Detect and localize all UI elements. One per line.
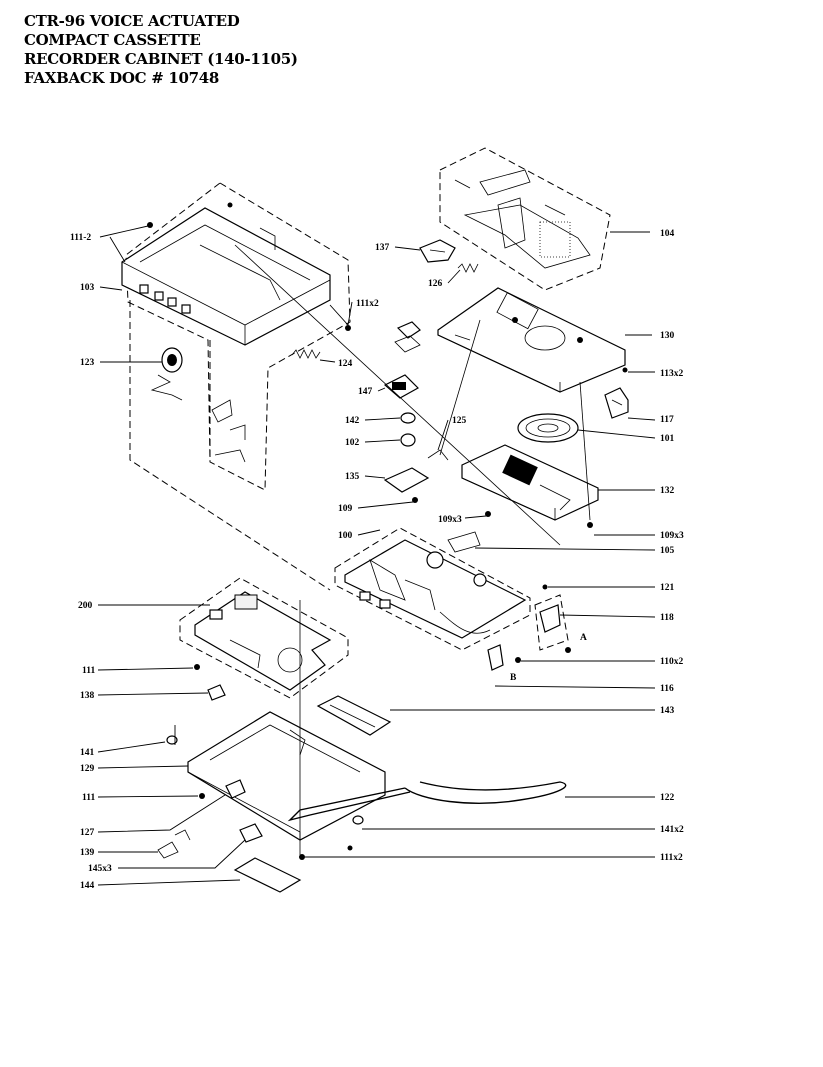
title-line-3: RECORDER CABINET (140-1105) — [24, 50, 298, 68]
callout-109x3-right: 109x3 — [660, 531, 684, 541]
screw-111x2-icon — [345, 325, 351, 331]
strap-122 — [287, 781, 567, 822]
callout-145x3: 145x3 — [88, 864, 112, 874]
screw-icon — [227, 202, 233, 208]
callout-111x2-top: 111x2 — [356, 299, 379, 309]
callout-103: 103 — [80, 283, 95, 293]
callout-110x2: 110x2 — [660, 657, 683, 667]
screw-111-2-icon — [147, 222, 153, 228]
battery-cover-143 — [316, 695, 392, 736]
callout-138: 138 — [80, 691, 95, 701]
spring-126 — [457, 263, 479, 273]
screw-111x2-bottom-icon — [299, 854, 305, 860]
part-139 — [157, 829, 191, 859]
callout-124: 124 — [338, 359, 353, 369]
callout-130: 130 — [660, 331, 675, 341]
upper-cabinet-group — [121, 182, 351, 591]
callout-121: 121 — [660, 583, 675, 593]
side-brackets — [487, 584, 571, 671]
top-cover-group — [439, 147, 611, 291]
callout-113x2: 113x2 — [660, 369, 683, 379]
marker-b: B — [510, 673, 517, 683]
callout-129: 129 — [80, 764, 95, 774]
slide-switch-parts — [383, 319, 481, 503]
screw-109x3-left-icon — [485, 511, 491, 517]
foot-141x2-icon — [352, 815, 364, 825]
foot-141-icon — [166, 735, 178, 745]
callout-labels: 104 111-2 137 103 126 111x2 130 123 124 … — [70, 229, 684, 891]
marker-a: A — [580, 633, 587, 643]
title-line-1: CTR-96 VOICE ACTUATED — [24, 12, 240, 30]
document-title: CTR-96 VOICE ACTUATED COMPACT CASSETTE R… — [24, 12, 298, 88]
callout-139: 139 — [80, 848, 95, 858]
callout-143: 143 — [660, 706, 675, 716]
callout-111-low: 111 — [82, 793, 95, 803]
callout-101: 101 — [660, 434, 675, 444]
callout-116: 116 — [660, 684, 674, 694]
screw-109x3-right-icon — [587, 522, 593, 528]
callout-200: 200 — [78, 601, 93, 611]
upper-cabinet-103 — [121, 207, 331, 346]
callout-111-2: 111-2 — [70, 233, 91, 243]
callout-125: 125 — [452, 416, 467, 426]
screw-111-low-icon — [199, 793, 205, 799]
callout-142: 142 — [345, 416, 360, 426]
bracket-116 — [487, 644, 504, 671]
callout-135: 135 — [345, 472, 360, 482]
callout-126: 126 — [428, 279, 443, 289]
speaker-101 — [517, 413, 579, 443]
callout-118: 118 — [660, 613, 674, 623]
label-144 — [233, 857, 302, 893]
screw-113x2-icon — [622, 367, 628, 373]
front-panel-130 — [437, 287, 626, 393]
callout-109x3-left: 109x3 — [438, 515, 462, 525]
callout-104: 104 — [660, 229, 675, 239]
bracket-118 — [539, 604, 561, 633]
screw-110x2-icon — [515, 657, 521, 663]
part-137 — [419, 239, 456, 263]
callout-122: 122 — [660, 793, 675, 803]
leader-lines — [97, 225, 656, 886]
chassis-132 — [461, 381, 599, 528]
callout-137: 137 — [375, 243, 390, 253]
callout-109: 109 — [338, 504, 353, 514]
screw-109-icon — [412, 497, 418, 503]
bottom-cabinet-129 — [157, 711, 386, 893]
callout-141x2: 141x2 — [660, 825, 684, 835]
callout-100: 100 — [338, 531, 353, 541]
callout-102: 102 — [345, 438, 360, 448]
part-145x3 — [239, 823, 263, 843]
callout-127: 127 — [80, 828, 95, 838]
screw-111-icon — [194, 664, 200, 670]
callout-141: 141 — [80, 748, 95, 758]
title-line-2: COMPACT CASSETTE — [24, 31, 201, 49]
washer-142 — [400, 412, 416, 424]
pcb-200-group — [179, 577, 349, 701]
callout-147: 147 — [358, 387, 373, 397]
callout-123: 123 — [80, 358, 95, 368]
callout-105: 105 — [660, 546, 675, 556]
callout-132: 132 — [660, 486, 675, 496]
tape-mechanism-100 — [334, 527, 531, 651]
title-line-4: FAXBACK DOC # 10748 — [24, 69, 220, 87]
callout-111-mid: 111 — [82, 666, 95, 676]
knob-123 — [150, 347, 183, 401]
callout-144: 144 — [80, 881, 95, 891]
part-102 — [400, 433, 416, 447]
reference-markers: A B — [510, 633, 587, 683]
callout-111x2-bottom: 111x2 — [660, 853, 683, 863]
part-135 — [383, 467, 430, 493]
part-138 — [207, 684, 226, 701]
callout-117: 117 — [660, 415, 674, 425]
part-117 — [604, 367, 629, 419]
